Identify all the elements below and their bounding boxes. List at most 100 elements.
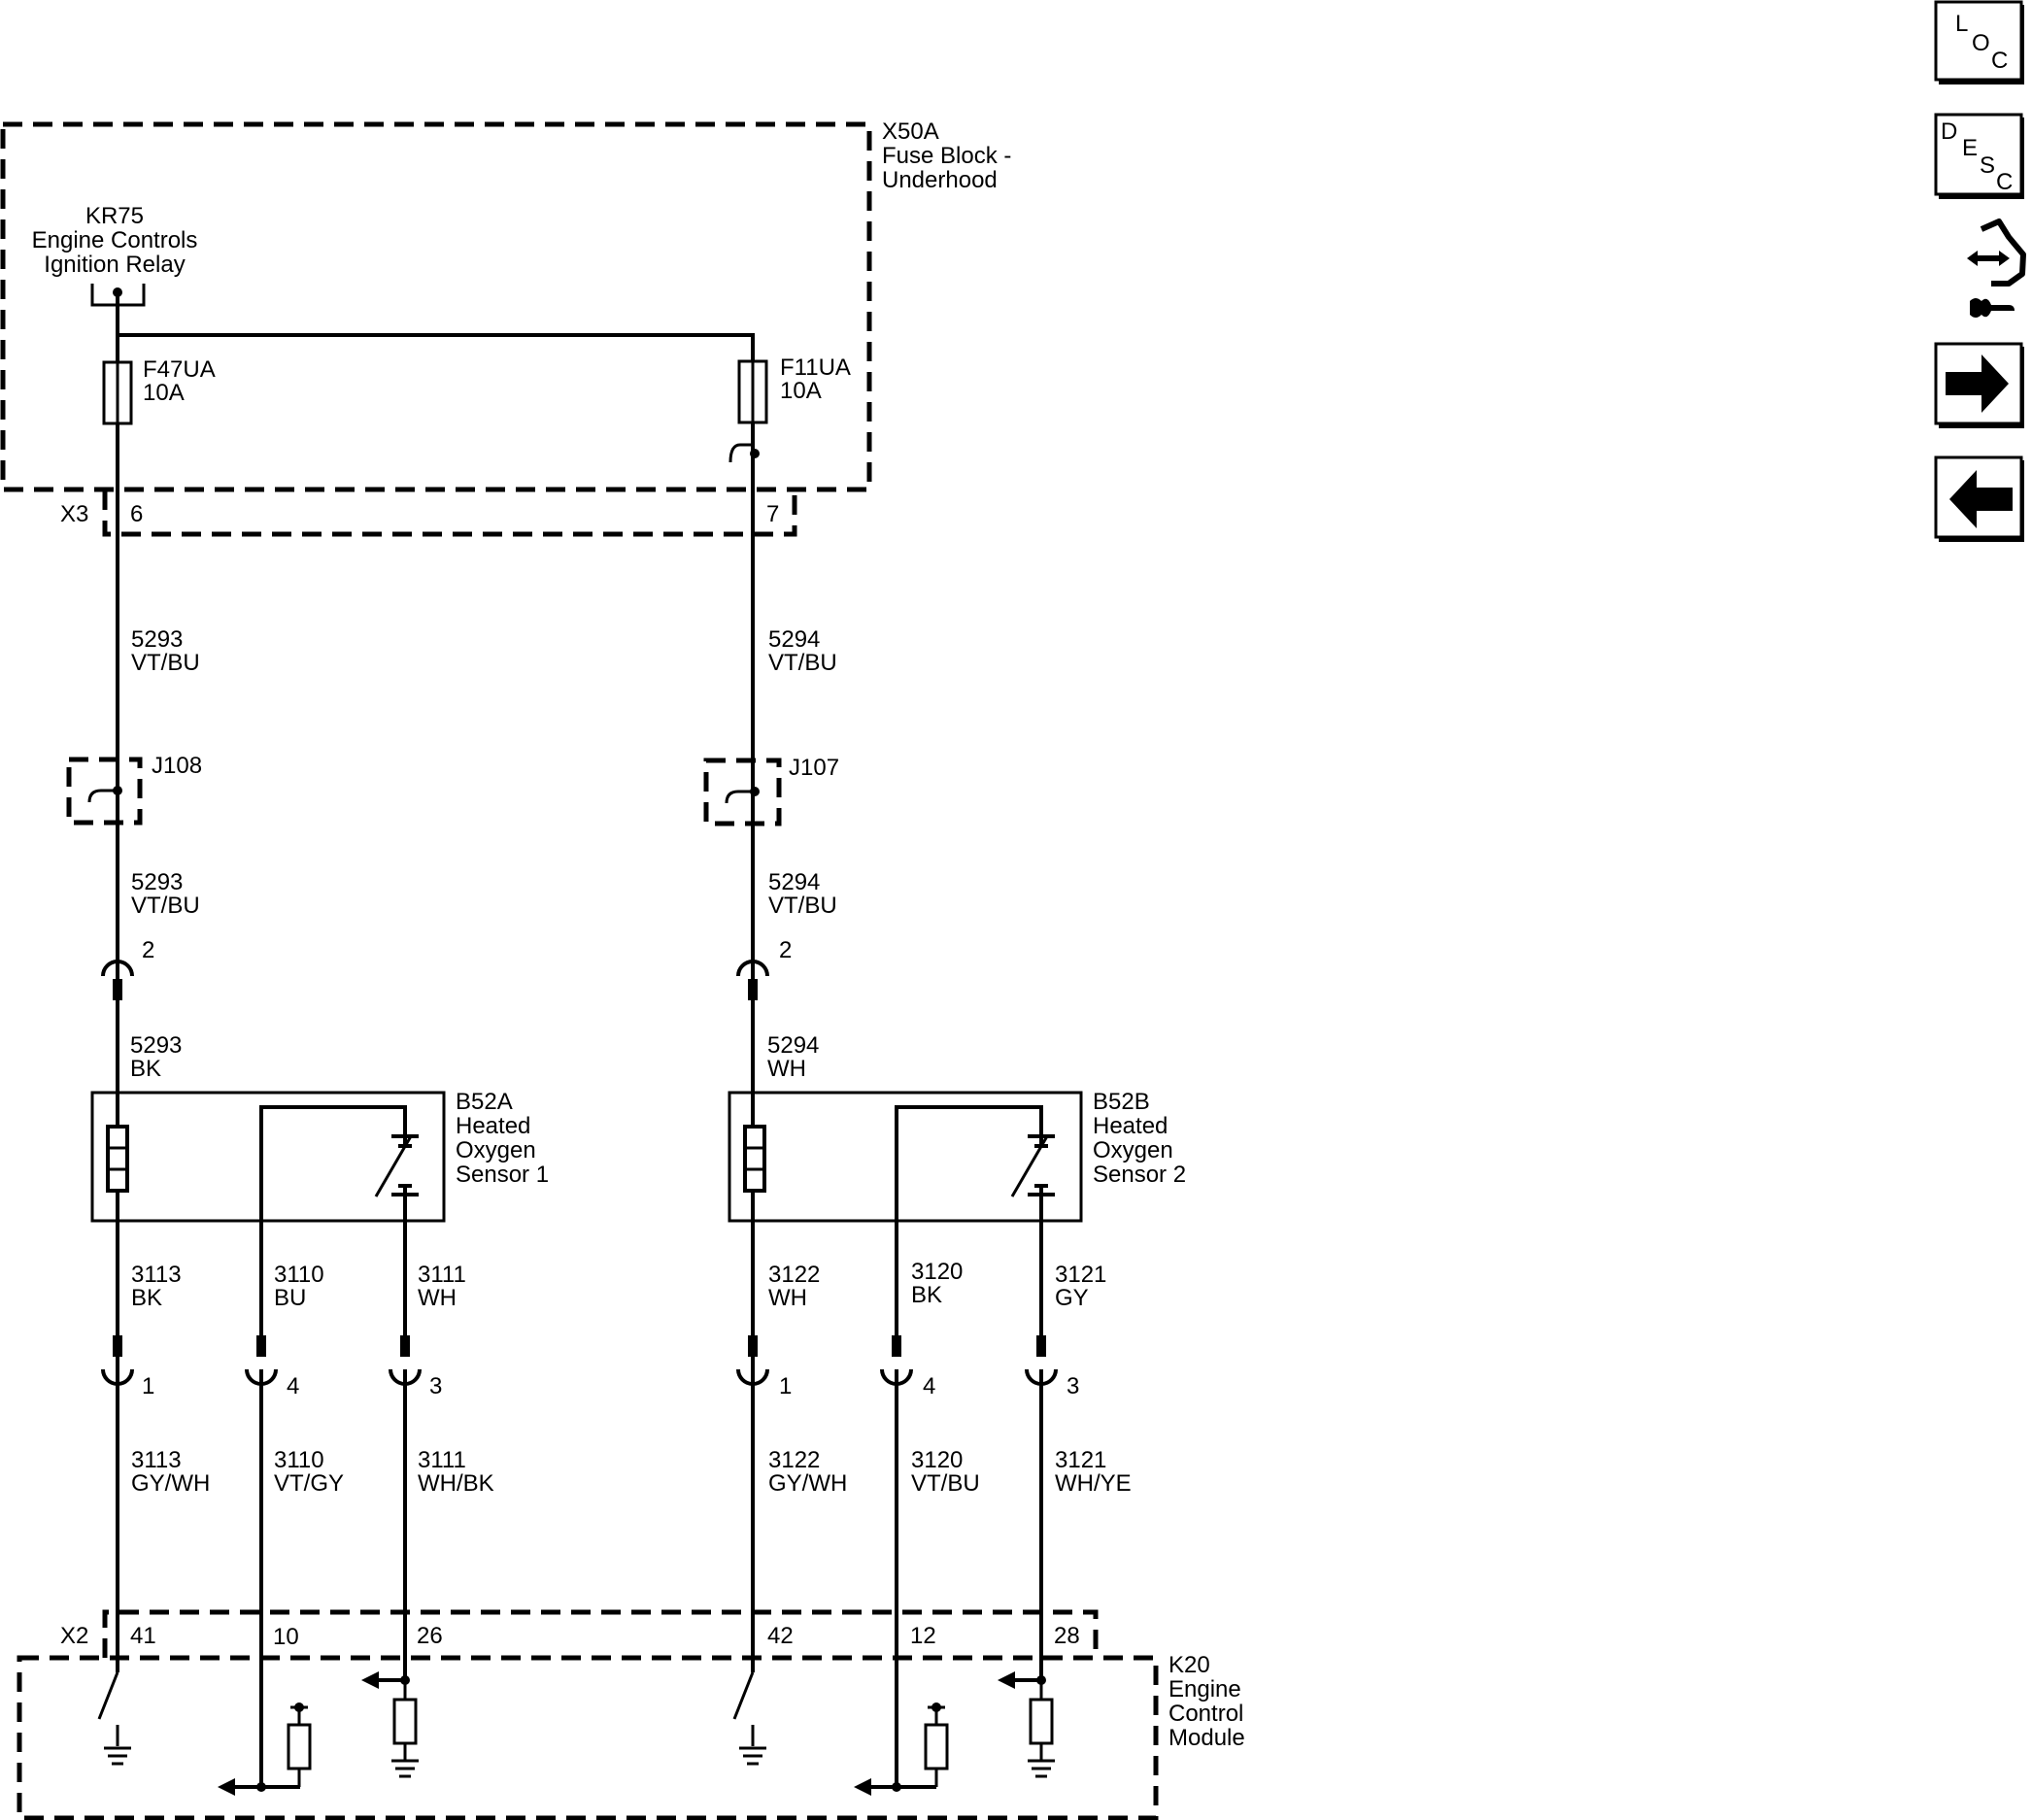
desc-button[interactable]: D E S C bbox=[1934, 113, 2024, 199]
circuit-3121-pigtail-color: GY bbox=[1055, 1285, 1089, 1311]
ecm-k20: K20 Engine Control Module bbox=[17, 1652, 1245, 1820]
circuit-3113-pigtail-num: 3113 bbox=[131, 1262, 182, 1288]
inline-connector-pin bbox=[736, 1335, 769, 1386]
fuse-block-x50a: X50A Fuse Block - Underhood bbox=[0, 118, 1011, 492]
desc-letter-e: E bbox=[1962, 135, 1978, 161]
ecm-label-1: Engine bbox=[1168, 1676, 1241, 1702]
circuit-3122-pigtail-num: 3122 bbox=[768, 1262, 820, 1288]
circuit-3122-num: 3122 bbox=[768, 1447, 820, 1473]
connector-x3-label: X3 bbox=[60, 501, 88, 527]
inline-pin-1a: 1 bbox=[142, 1373, 154, 1399]
fuse-f47ua-id: F47UA bbox=[143, 356, 216, 383]
desc-letter-d: D bbox=[1941, 118, 1957, 145]
circuit-3113-pigtail-color: BK bbox=[131, 1285, 162, 1311]
ecm-id: K20 bbox=[1168, 1652, 1210, 1678]
circuit-3111-num: 3111 bbox=[418, 1447, 466, 1473]
x2-pin-28: 28 bbox=[1054, 1623, 1080, 1649]
splice-j107-id: J107 bbox=[789, 755, 839, 781]
circuit-5294-mid-color: VT/BU bbox=[768, 893, 837, 919]
sensor-a-power-pin: 2 bbox=[142, 937, 154, 963]
sensor-a-power-connector: 2 bbox=[101, 937, 154, 1000]
circuit-3111-color: WH/BK bbox=[418, 1470, 494, 1497]
x3-pin-6: 6 bbox=[130, 501, 143, 527]
connector-x2-label: X2 bbox=[60, 1623, 88, 1649]
circuit-5293-mid-num: 5293 bbox=[131, 869, 183, 895]
inline-connector-pin bbox=[101, 1335, 134, 1386]
desc-letter-s: S bbox=[1980, 152, 1995, 179]
sensor-b52b-id: B52B bbox=[1093, 1089, 1150, 1115]
desc-letter-c: C bbox=[1996, 169, 2013, 195]
circuit-3110-pigtail-num: 3110 bbox=[274, 1262, 324, 1288]
circuit-3120-pigtail-color: BK bbox=[911, 1282, 942, 1308]
arrow-left-icon bbox=[1949, 470, 2013, 528]
circuit-5293-top-num: 5293 bbox=[131, 626, 183, 653]
connector-x3: X3 6 7 bbox=[60, 490, 797, 537]
circuit-3121-color: WH/YE bbox=[1055, 1470, 1132, 1497]
inline-pin-3b: 3 bbox=[1067, 1373, 1079, 1399]
next-button[interactable] bbox=[1934, 342, 2024, 428]
sensor-b52b-label-1: Heated bbox=[1093, 1113, 1168, 1139]
circuit-3121-num: 3121 bbox=[1055, 1447, 1106, 1473]
circuit-3113-color: GY/WH bbox=[131, 1470, 210, 1497]
harness-labels: 3113 GY/WH 3110 VT/GY 3111 WH/BK 3122 GY… bbox=[131, 1447, 1132, 1497]
loc-letter-o: O bbox=[1972, 30, 1990, 56]
fuse-block-id: X50A bbox=[882, 118, 939, 145]
circuit-3111-pigtail-num: 3111 bbox=[418, 1262, 466, 1288]
circuit-3122-pigtail-color: WH bbox=[768, 1285, 807, 1311]
circuit-3120-num: 3120 bbox=[911, 1447, 963, 1473]
sensor-b-power-connector: 2 bbox=[736, 937, 792, 1000]
ecm-label-2: Control bbox=[1168, 1701, 1243, 1727]
inline-pin-3a: 3 bbox=[429, 1373, 442, 1399]
x2-pin-12: 12 bbox=[910, 1623, 936, 1649]
circuit-3120-color: VT/BU bbox=[911, 1470, 980, 1497]
x3-pin-7: 7 bbox=[766, 501, 779, 527]
relay-kr75: KR75 Engine Controls Ignition Relay bbox=[32, 203, 198, 307]
inline-pin-4a: 4 bbox=[287, 1373, 299, 1399]
sensor-b52a-id: B52A bbox=[456, 1089, 513, 1115]
pigtail-labels: 3113 BK 3110 BU 3111 WH 3122 WH 3120 BK … bbox=[131, 1259, 1106, 1311]
connector-repair-button[interactable] bbox=[1967, 219, 2026, 318]
ground-symbol bbox=[739, 1725, 766, 1766]
circuit-3113-num: 3113 bbox=[131, 1447, 182, 1473]
fuse-block-label-1: Fuse Block - bbox=[882, 143, 1011, 169]
circuit-3122-color: GY/WH bbox=[768, 1470, 847, 1497]
sensor-b52a-label-3: Sensor 1 bbox=[456, 1162, 549, 1188]
circuit-3110-num: 3110 bbox=[274, 1447, 324, 1473]
sensor-b52a-label-1: Heated bbox=[456, 1113, 530, 1139]
connector-repair-icon bbox=[1967, 219, 2026, 318]
inline-connectors: 1 4 3 1 4 3 bbox=[101, 1335, 1079, 1399]
fuse-block-label-2: Underhood bbox=[882, 167, 998, 193]
fuse-f47ua: F47UA 10A bbox=[102, 356, 216, 425]
circuit-3120-pigtail-num: 3120 bbox=[911, 1259, 963, 1285]
sensor-b52b-label-2: Oxygen bbox=[1093, 1137, 1173, 1163]
x2-pin-42: 42 bbox=[767, 1623, 794, 1649]
arrow-right-icon bbox=[1946, 354, 2009, 413]
circuit-5294-heater-color: WH bbox=[767, 1056, 806, 1082]
splice-j107: J107 bbox=[703, 755, 839, 826]
fuse-f11ua-rating: 10A bbox=[780, 378, 822, 404]
inline-pin-4b: 4 bbox=[923, 1373, 935, 1399]
x2-pin-10: 10 bbox=[273, 1624, 299, 1650]
relay-id: KR75 bbox=[85, 203, 144, 229]
circuit-5294-top-num: 5294 bbox=[768, 626, 820, 653]
x2-pin-26: 26 bbox=[417, 1623, 443, 1649]
connector-x2: X2 41 10 26 42 12 28 bbox=[60, 1609, 1099, 1658]
circuit-5293-heater-color: BK bbox=[130, 1056, 161, 1082]
inline-pin-1b: 1 bbox=[779, 1373, 792, 1399]
circuit-5293-mid-color: VT/BU bbox=[131, 893, 200, 919]
circuit-5293-heater-num: 5293 bbox=[130, 1032, 182, 1059]
ground-symbol bbox=[104, 1725, 131, 1766]
fuse-f11ua: F11UA 10A bbox=[728, 354, 851, 463]
circuit-5293-top-color: VT/BU bbox=[131, 650, 200, 676]
sensor-b52b: B52B Heated Oxygen Sensor 2 bbox=[728, 1089, 1186, 1335]
circuit-3121-pigtail-num: 3121 bbox=[1055, 1262, 1106, 1288]
loc-button[interactable]: L O C bbox=[1934, 0, 2024, 84]
relay-label-1: Engine Controls bbox=[32, 227, 198, 253]
sensor-b52a-label-2: Oxygen bbox=[456, 1137, 536, 1163]
loc-letter-c: C bbox=[1991, 48, 2008, 74]
relay-label-2: Ignition Relay bbox=[44, 252, 185, 278]
sensor-b-power-pin: 2 bbox=[779, 937, 792, 963]
circuit-5294-mid-num: 5294 bbox=[768, 869, 820, 895]
splice-j108: J108 bbox=[66, 753, 202, 826]
previous-button[interactable] bbox=[1934, 455, 2024, 542]
